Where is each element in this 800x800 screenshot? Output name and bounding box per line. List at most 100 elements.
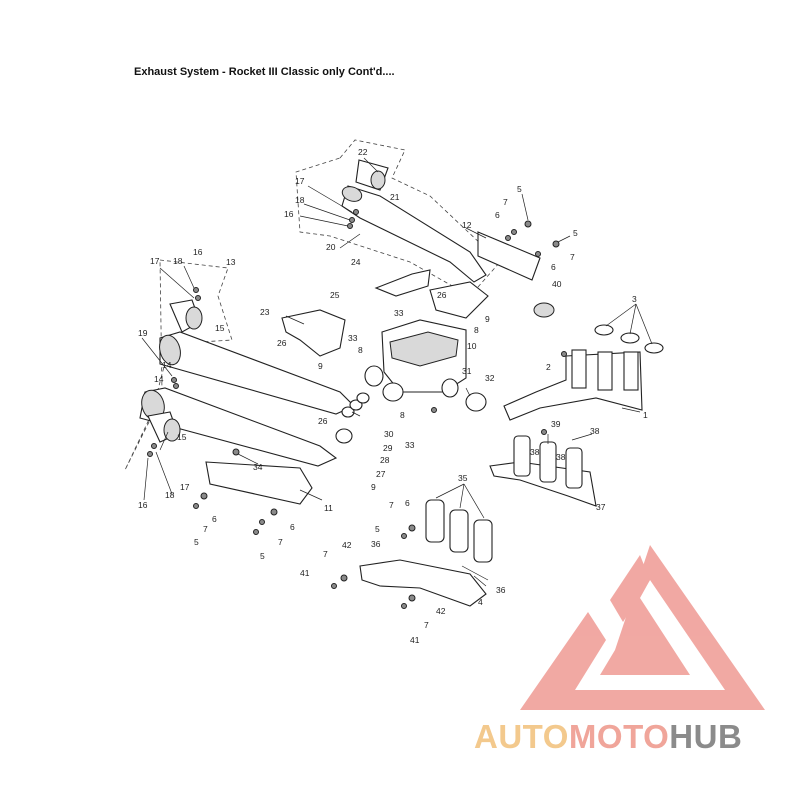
callout-5c: 5 (375, 524, 380, 534)
callout-19: 19 (138, 328, 148, 338)
callout-9c: 9 (371, 482, 376, 492)
callout-23: 23 (260, 307, 270, 317)
callout-24: 24 (351, 257, 361, 267)
callout-5b: 5 (573, 228, 578, 238)
callout-10: 10 (467, 341, 477, 351)
callout-14: 14 (162, 360, 172, 370)
callout-35: 35 (458, 473, 468, 483)
callout-6e: 6 (290, 522, 295, 532)
callout-26: 26 (437, 290, 447, 300)
callout-36b: 36 (496, 585, 506, 595)
callout-15: 15 (215, 323, 225, 333)
wordmark-moto: MOTO (568, 718, 670, 755)
clamps-27-30 (335, 302, 555, 444)
callout-36: 36 (371, 539, 381, 549)
callout-18b: 18 (165, 490, 175, 500)
callout-34: 34 (253, 462, 263, 472)
callout-6b: 6 (551, 262, 556, 272)
heat-shield-4 (359, 559, 487, 607)
leader-lines (141, 157, 653, 587)
callout-17: 17 (295, 176, 305, 186)
callout-38: 38 (590, 426, 600, 436)
silencer-upper-left (159, 299, 355, 415)
callout-7f: 7 (323, 549, 328, 559)
callout-2: 2 (546, 362, 551, 372)
callout-17b: 17 (180, 482, 190, 492)
callout-29: 29 (383, 443, 393, 453)
callout-31: 31 (462, 366, 472, 376)
callout-7g: 7 (424, 620, 429, 630)
assembly-outline-upper (295, 139, 501, 297)
callout-13: 13 (226, 257, 236, 267)
heat-shield-11 (205, 461, 313, 505)
fasteners (147, 209, 567, 609)
callout-33c: 33 (405, 440, 415, 450)
heat-shield-12 (477, 231, 541, 281)
callout-22: 22 (358, 147, 368, 157)
callout-16b: 16 (138, 500, 148, 510)
callout-16: 16 (284, 209, 294, 219)
callout-3: 3 (632, 294, 637, 304)
page-title: Exhaust System - Rocket III Classic only… (134, 66, 395, 78)
callout-9b: 9 (318, 361, 323, 371)
automotohub-logo-mark (520, 545, 765, 710)
callout-30: 30 (384, 429, 394, 439)
callout-40: 40 (552, 279, 562, 289)
callout-38c: 38 (556, 452, 566, 462)
callout-41b: 41 (410, 635, 420, 645)
callout-7: 7 (503, 197, 508, 207)
upper-silencer (341, 159, 487, 283)
callout-33b: 33 (348, 333, 358, 343)
callout-39: 39 (551, 419, 561, 429)
automotohub-wordmark: AUTOMOTOHUB (474, 718, 742, 756)
callout-26c: 26 (318, 416, 328, 426)
callout-5d: 5 (194, 537, 199, 547)
callout-7c: 7 (389, 500, 394, 510)
header-covers-37 (489, 435, 597, 507)
bracket-23 (281, 309, 346, 357)
callout-38b: 38 (530, 447, 540, 457)
wordmark-auto: AUTO (474, 718, 569, 755)
callout-5e: 5 (260, 551, 265, 561)
callout-8b: 8 (358, 345, 363, 355)
callout-42b: 42 (436, 606, 446, 616)
callout-27: 27 (376, 469, 386, 479)
callout-21: 21 (390, 192, 400, 202)
lower-covers-35 (425, 499, 493, 563)
callout-15b: 15 (177, 432, 187, 442)
callout-41: 41 (300, 568, 310, 578)
callout-9: 9 (485, 314, 490, 324)
callout-16c: 16 (193, 247, 203, 257)
callout-4: 4 (478, 597, 483, 607)
callout-7d: 7 (203, 524, 208, 534)
silencer-lower-left (139, 387, 338, 467)
callout-25: 25 (330, 290, 340, 300)
callout-7e: 7 (278, 537, 283, 547)
callout-20: 20 (326, 242, 336, 252)
callout-14b: 14 (154, 374, 164, 384)
callout-12: 12 (462, 220, 472, 230)
callout-7b: 7 (570, 252, 575, 262)
callout-42: 42 (342, 540, 352, 550)
callout-6c: 6 (405, 498, 410, 508)
callout-8: 8 (474, 325, 479, 335)
collector-box-10 (364, 281, 489, 402)
callout-18c: 18 (173, 256, 183, 266)
bracket-24 (374, 269, 431, 297)
callout-5: 5 (517, 184, 522, 194)
callout-33: 33 (394, 308, 404, 318)
callout-1: 1 (643, 410, 648, 420)
callout-8c: 8 (400, 410, 405, 420)
callout-6: 6 (495, 210, 500, 220)
header-pipes-1 (503, 324, 664, 421)
callout-26b: 26 (277, 338, 287, 348)
wordmark-hub: HUB (669, 718, 743, 755)
callout-37: 37 (596, 502, 606, 512)
callout-32: 32 (485, 373, 495, 383)
callout-11: 11 (324, 503, 333, 513)
callout-17c: 17 (150, 256, 160, 266)
callout-28: 28 (380, 455, 390, 465)
callout-6d: 6 (212, 514, 217, 524)
callout-numbers: 22 17 18 16 21 20 5 7 6 12 5 7 6 24 26 2… (138, 147, 648, 645)
